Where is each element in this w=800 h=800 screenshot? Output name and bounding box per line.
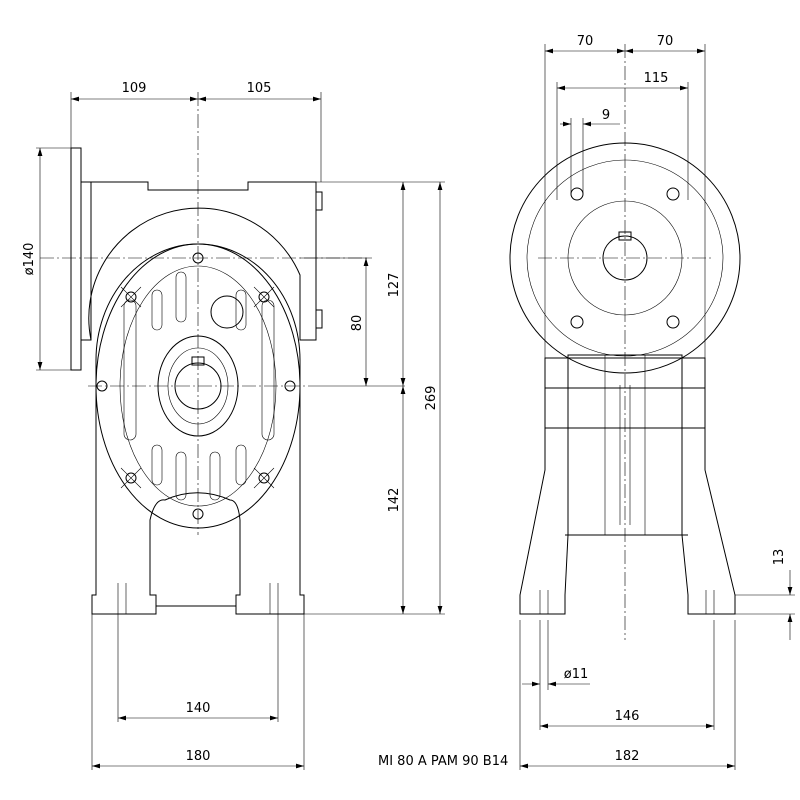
housing-oval-inner bbox=[119, 265, 277, 507]
output-hub-mid bbox=[167, 347, 229, 425]
side-housing-block bbox=[544, 387, 706, 429]
flange-spigot bbox=[80, 181, 92, 341]
dim-70-right: 70 bbox=[657, 34, 674, 49]
rib-left bbox=[123, 299, 137, 441]
dim-phi11: ø11 bbox=[564, 667, 589, 682]
rib-upper-1 bbox=[151, 289, 163, 331]
dim-142: 142 bbox=[387, 488, 402, 513]
housing-plug-top bbox=[315, 191, 323, 211]
output-hub-outer bbox=[157, 335, 239, 437]
output-bore bbox=[174, 362, 222, 410]
gearbox-body bbox=[91, 243, 305, 615]
dim-140: 140 bbox=[186, 701, 211, 716]
motor-adapter-housing bbox=[88, 181, 317, 341]
side-view: 70 70 115 9 13 ø11 146 182 bbox=[509, 34, 795, 770]
housing-plug-bottom bbox=[315, 309, 323, 329]
housing-oval-outer bbox=[95, 243, 301, 529]
rib-upper-3 bbox=[235, 289, 247, 331]
dim-105: 105 bbox=[247, 81, 272, 96]
input-bore bbox=[602, 235, 648, 281]
rib-lower-2 bbox=[175, 451, 187, 501]
left-leg bbox=[519, 428, 569, 615]
rib-lower-4 bbox=[235, 444, 247, 486]
dim-109: 109 bbox=[122, 81, 147, 96]
dim-phi140: ø140 bbox=[22, 243, 37, 276]
dim-180: 180 bbox=[186, 749, 211, 764]
right-leg bbox=[681, 428, 736, 615]
foot-holes-front bbox=[117, 583, 279, 614]
input-keyway bbox=[618, 231, 632, 241]
foot-holes-side bbox=[539, 590, 715, 614]
flange-pilot bbox=[567, 200, 683, 316]
model-label: MI 80 A PAM 90 B14 bbox=[378, 754, 508, 769]
dim-70-left: 70 bbox=[577, 34, 594, 49]
dim-269: 269 bbox=[424, 386, 439, 411]
dim-146: 146 bbox=[615, 709, 640, 724]
rib-lower-1 bbox=[151, 444, 163, 486]
flange-outer bbox=[509, 142, 741, 374]
dim-9: 9 bbox=[602, 108, 610, 123]
dim-182: 182 bbox=[615, 749, 640, 764]
dim-115: 115 bbox=[644, 71, 669, 86]
output-keyway bbox=[191, 356, 205, 366]
flange-inner bbox=[526, 159, 724, 357]
dim-80: 80 bbox=[350, 315, 365, 332]
dim-127: 127 bbox=[387, 273, 402, 298]
dim-13: 13 bbox=[772, 549, 787, 566]
rib-lower-3 bbox=[209, 451, 221, 501]
rib-upper-2 bbox=[175, 271, 187, 323]
front-view: 109 105 ø140 127 80 269 142 140 180 bbox=[22, 81, 445, 770]
input-flange bbox=[70, 147, 82, 371]
bolt-holes-front bbox=[96, 252, 296, 520]
input-shaft-circle bbox=[210, 295, 244, 329]
